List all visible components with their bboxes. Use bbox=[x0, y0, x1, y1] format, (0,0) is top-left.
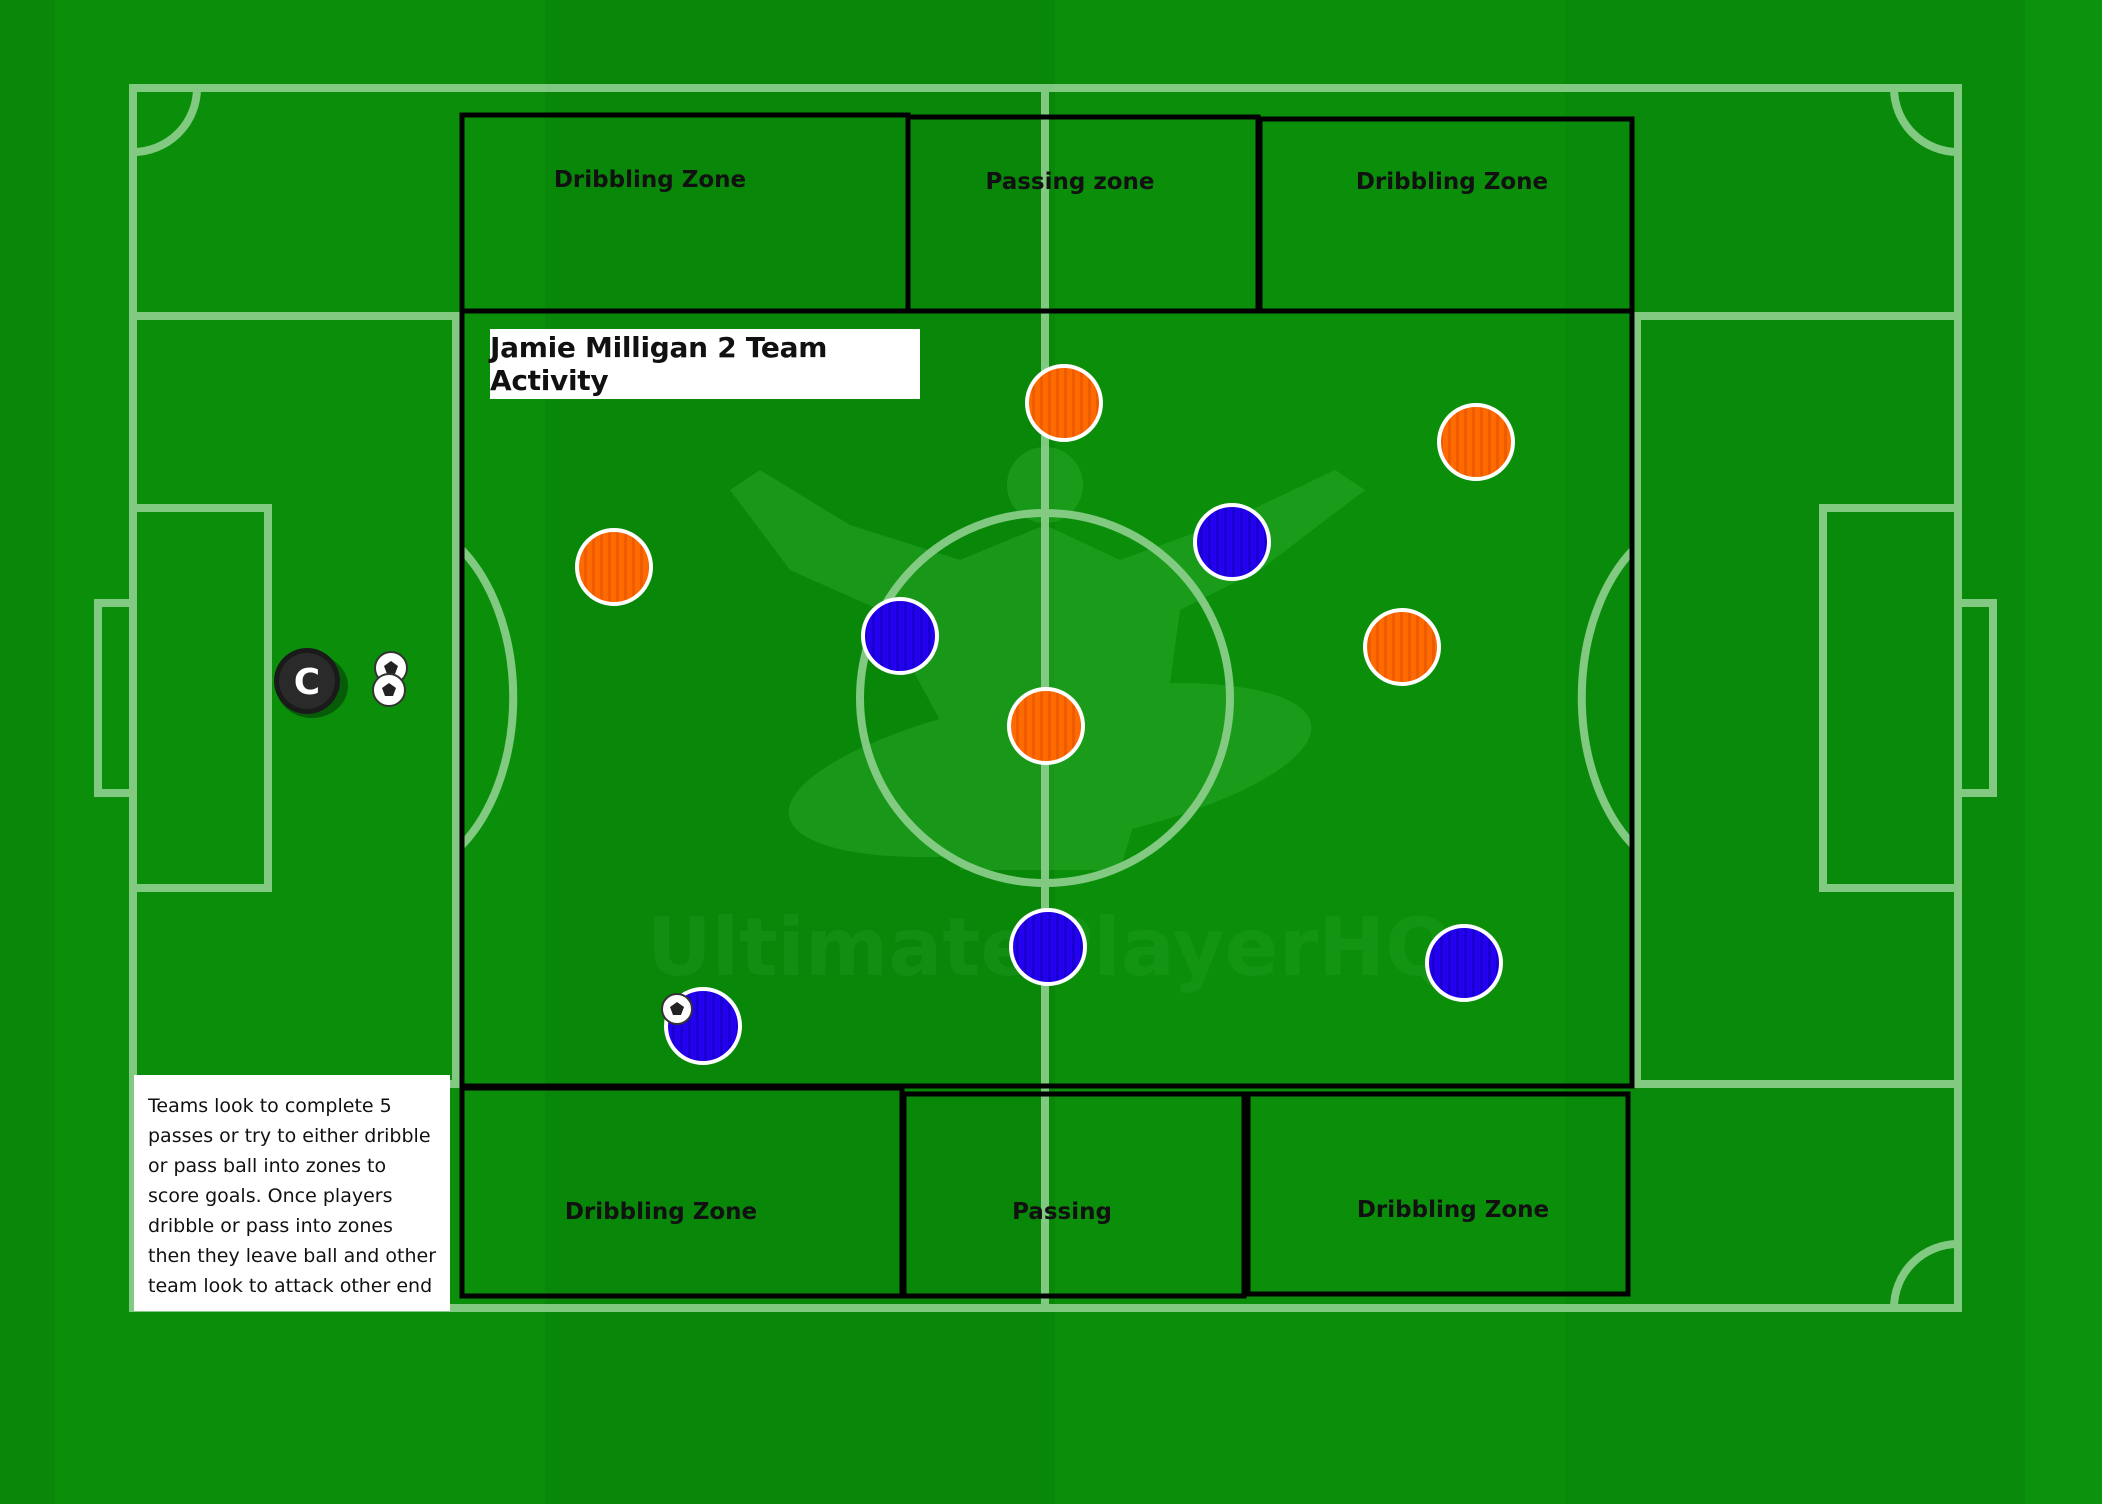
zone-top-right bbox=[1257, 116, 1635, 314]
coach-letter: C bbox=[294, 662, 320, 703]
football-icon[interactable] bbox=[372, 673, 406, 707]
zone-bottom-right bbox=[1245, 1091, 1631, 1297]
corner-arc-br bbox=[1890, 1240, 1959, 1309]
football-icon[interactable] bbox=[661, 993, 693, 1025]
left-goal bbox=[94, 599, 137, 797]
right-penalty-arc bbox=[1577, 547, 1636, 848]
player-orange[interactable] bbox=[1025, 364, 1103, 442]
page-title: Jamie Milligan 2 Team Activity bbox=[490, 331, 828, 397]
zone-label-top-left: Dribbling Zone bbox=[554, 167, 746, 193]
zones bbox=[459, 112, 1635, 1299]
zone-label-bottom-left: Dribbling Zone bbox=[565, 1199, 757, 1225]
player-orange[interactable] bbox=[1363, 608, 1441, 686]
corner-arc-tr bbox=[1890, 87, 1959, 156]
coach-icon[interactable]: C bbox=[272, 648, 350, 718]
right-goal bbox=[1954, 599, 1997, 797]
zone-label-top-right: Dribbling Zone bbox=[1356, 169, 1548, 195]
player-blue[interactable] bbox=[1193, 503, 1271, 581]
zone-label-top-middle: Passing zone bbox=[985, 169, 1154, 195]
player-blue[interactable] bbox=[1425, 924, 1503, 1002]
description-box: Teams look to complete 5 passes or try t… bbox=[134, 1075, 450, 1311]
zone-label-bottom-right: Dribbling Zone bbox=[1357, 1197, 1549, 1223]
description-text: Teams look to complete 5 passes or try t… bbox=[148, 1095, 437, 1297]
zone-bottom-middle bbox=[901, 1091, 1247, 1299]
center-circle bbox=[856, 509, 1234, 887]
players bbox=[575, 364, 1515, 1065]
player-blue[interactable] bbox=[1009, 908, 1087, 986]
player-orange[interactable] bbox=[575, 528, 653, 606]
player-orange[interactable] bbox=[1437, 403, 1515, 481]
player-blue[interactable] bbox=[861, 597, 939, 675]
corner-arc-tl bbox=[132, 87, 201, 156]
zone-label-bottom-middle: Passing bbox=[1012, 1199, 1112, 1225]
title-box: Jamie Milligan 2 Team Activity bbox=[490, 329, 920, 399]
player-orange[interactable] bbox=[1007, 687, 1085, 765]
left-penalty-arc bbox=[459, 547, 518, 848]
pitch-lines bbox=[94, 84, 1997, 1312]
